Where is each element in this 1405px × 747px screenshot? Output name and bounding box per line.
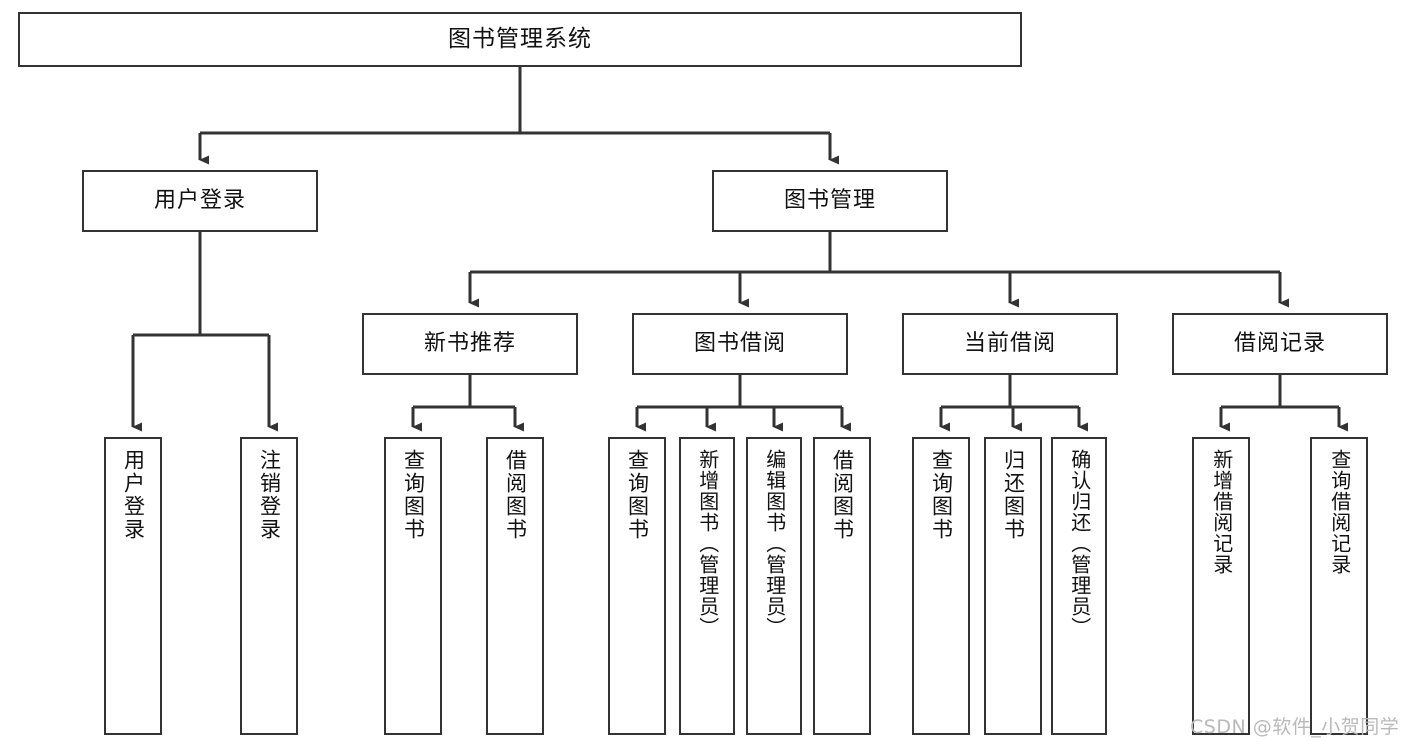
node-leaf-add-book-admin[interactable]: 新增图书（管理员） [679, 437, 735, 735]
node-new-book-recommendation[interactable]: 新书推荐 [362, 313, 578, 375]
node-current-borrow[interactable]: 当前借阅 [902, 313, 1118, 375]
node-leaf-return-book[interactable]: 归还图书 [984, 437, 1042, 735]
node-label: 用户登录 [121, 449, 146, 541]
node-label: 用户登录 [153, 187, 246, 213]
node-leaf-add-borrow-record[interactable]: 新增借阅记录 [1192, 437, 1250, 735]
node-leaf-edit-book-admin[interactable]: 编辑图书（管理员） [746, 437, 802, 735]
node-leaf-recommend-query-book[interactable]: 查询图书 [384, 437, 442, 735]
node-leaf-user-login[interactable]: 用户登录 [104, 437, 162, 735]
node-leaf-user-logout[interactable]: 注销登录 [240, 437, 298, 735]
node-label: 新增借阅记录 [1209, 449, 1234, 575]
node-leaf-borrow-book[interactable]: 借阅图书 [813, 437, 871, 735]
node-label: 编辑图书（管理员） [762, 449, 787, 638]
node-label: 查询图书 [401, 449, 426, 541]
node-label: 查询图书 [625, 449, 650, 541]
node-leaf-borrow-query-book[interactable]: 查询图书 [608, 437, 666, 735]
node-leaf-current-query-book[interactable]: 查询图书 [912, 437, 970, 735]
node-borrow-record[interactable]: 借阅记录 [1172, 313, 1388, 375]
node-user-login[interactable]: 用户登录 [82, 170, 318, 232]
node-label: 注销登录 [257, 449, 282, 541]
node-label: 新增图书（管理员） [695, 449, 720, 638]
node-label: 图书借阅 [693, 330, 786, 356]
node-label: 当前借阅 [963, 330, 1056, 356]
node-book-borrow[interactable]: 图书借阅 [632, 313, 848, 375]
node-leaf-recommend-borrow-book[interactable]: 借阅图书 [486, 437, 544, 735]
node-label: 借阅记录 [1233, 330, 1326, 356]
node-label: 借阅图书 [830, 449, 855, 541]
node-label: 查询图书 [929, 449, 954, 541]
node-book-management[interactable]: 图书管理 [712, 170, 948, 232]
node-label: 借阅图书 [503, 449, 528, 541]
node-leaf-confirm-return-admin[interactable]: 确认归还（管理员） [1051, 437, 1107, 735]
node-label: 新书推荐 [423, 330, 516, 356]
node-label: 归还图书 [1001, 449, 1026, 541]
node-leaf-query-borrow-record[interactable]: 查询借阅记录 [1310, 437, 1368, 735]
node-root-system[interactable]: 图书管理系统 [18, 12, 1022, 67]
csdn-watermark: CSDN @软件_小贺同学 [1190, 716, 1400, 738]
node-label: 图书管理 [783, 187, 876, 213]
node-label: 查询借阅记录 [1327, 449, 1352, 575]
node-label: 图书管理系统 [448, 25, 592, 52]
node-label: 确认归还（管理员） [1067, 449, 1092, 638]
